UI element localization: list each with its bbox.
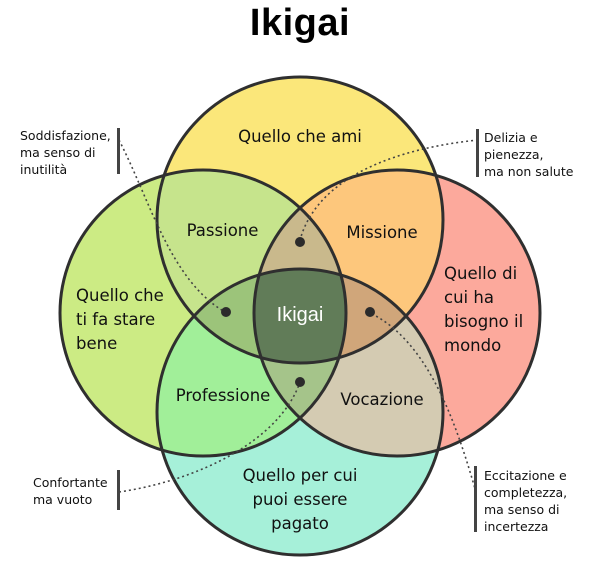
label-ikigai-center: Ikigai <box>276 303 324 326</box>
note-bar-top-right <box>476 129 479 177</box>
lens-right <box>254 269 443 363</box>
leader-dot-top-left <box>221 307 231 317</box>
outline-love <box>155 75 445 365</box>
label-world-needs: Quello di cui ha bisogno il mondo <box>444 264 524 355</box>
note-bar-bottom-right <box>474 466 477 532</box>
note-bar-bottom-left <box>117 470 120 510</box>
label-mission: Missione <box>346 223 418 242</box>
lens-bottom <box>254 269 346 456</box>
leader-top-right <box>299 139 479 241</box>
label-good-at: Quello che ti fa stare bene <box>76 286 164 353</box>
leader-dot-bottom-left <box>295 377 305 387</box>
outline-good-at <box>58 168 348 458</box>
diagram-title: Ikigai <box>249 2 351 44</box>
label-love: Quello che ami <box>238 127 362 146</box>
outline-paid <box>155 267 445 557</box>
label-profession: Professione <box>175 386 271 405</box>
leader-top-left <box>118 139 226 313</box>
leader-dot-top-right <box>295 237 305 247</box>
lens-left <box>157 269 346 363</box>
note-bottom-right: Eccitazione e completezza, ma senso di i… <box>484 468 568 534</box>
leader-dot-bottom-right <box>365 307 375 317</box>
note-bottom-left: Confortante ma vuoto <box>33 475 108 507</box>
note-bar-top-left <box>117 128 120 174</box>
label-vocation: Vocazione <box>340 390 424 409</box>
note-top-right: Delizia e pienezza, ma non salute <box>484 130 574 179</box>
leader-bottom-left <box>118 381 301 493</box>
label-paid: Quello per cui puoi essere pagato <box>242 466 358 533</box>
note-top-left: Soddisfazione, ma senso di inutilità <box>20 128 111 177</box>
label-passion: Passione <box>186 221 259 240</box>
leader-bottom-right <box>367 311 477 493</box>
outline-world-needs <box>252 168 542 458</box>
